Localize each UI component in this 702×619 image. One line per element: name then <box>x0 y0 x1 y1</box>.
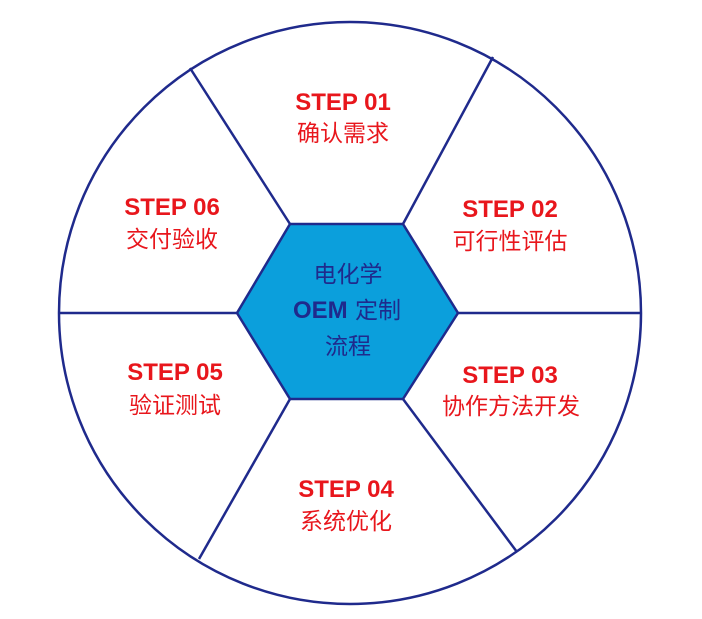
spoke-lower-left <box>197 398 292 560</box>
center-hexagon <box>235 222 460 401</box>
step-04-number: STEP 04 <box>298 476 394 503</box>
step-05-number: STEP 05 <box>127 359 223 386</box>
center-line-2-rest: 定制 <box>348 298 401 324</box>
spoke-upper-left <box>188 67 292 225</box>
spoke-lower-right <box>401 398 519 553</box>
step-01-segment: STEP 01 确认需求 <box>295 89 391 147</box>
spoke-upper-right <box>401 56 495 225</box>
center-line-2-bold: OEM <box>293 297 348 324</box>
step-03-label: 协作方法开发 <box>442 394 580 420</box>
step-01-number: STEP 01 <box>295 89 391 116</box>
step-04-label: 系统优化 <box>300 509 392 535</box>
step-03-segment: STEP 03 协作方法开发 <box>442 362 580 420</box>
step-06-number: STEP 06 <box>124 194 220 221</box>
segment-dividers <box>60 56 640 560</box>
center-title: 电化学 OEM 定制 流程 <box>293 262 401 360</box>
step-05-segment: STEP 05 验证测试 <box>127 359 223 419</box>
step-01-label: 确认需求 <box>297 121 389 147</box>
center-line-1: 电化学 <box>314 262 383 288</box>
step-02-segment: STEP 02 可行性评估 <box>453 196 568 255</box>
step-03-number: STEP 03 <box>462 362 558 389</box>
step-02-label: 可行性评估 <box>453 229 568 255</box>
step-02-number: STEP 02 <box>462 196 558 223</box>
center-line-3: 流程 <box>325 334 371 360</box>
step-05-label: 验证测试 <box>129 393 221 419</box>
step-06-label: 交付验收 <box>126 227 218 253</box>
step-04-segment: STEP 04 系统优化 <box>298 476 394 535</box>
step-06-segment: STEP 06 交付验收 <box>124 194 220 253</box>
center-line-2: OEM 定制 <box>293 297 401 324</box>
